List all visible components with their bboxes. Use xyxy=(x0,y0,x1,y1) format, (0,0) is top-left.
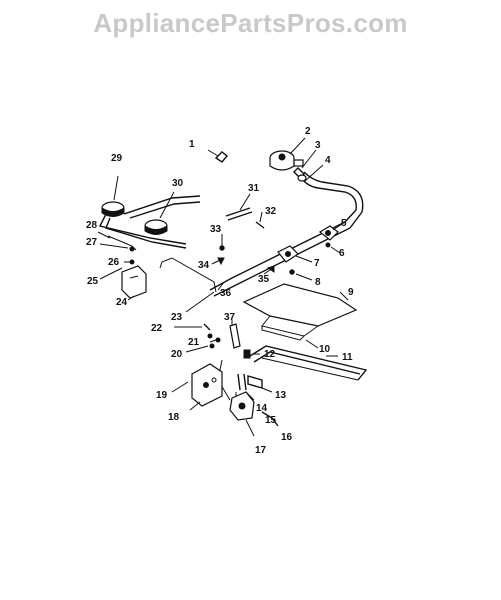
part-26-screw xyxy=(124,259,135,265)
callout-34: 34 xyxy=(198,260,210,271)
callout-26: 26 xyxy=(108,257,120,268)
callout-21: 21 xyxy=(188,337,200,348)
part-25-leader xyxy=(99,267,123,280)
callout-28: 28 xyxy=(86,220,98,231)
part-21-washer xyxy=(207,333,221,343)
part-31-rod xyxy=(225,193,253,221)
part-8-fitting xyxy=(289,269,313,281)
part-5-valve xyxy=(318,223,343,254)
callout-33: 33 xyxy=(210,224,222,235)
callout-29: 29 xyxy=(111,153,123,164)
part-24-mounting-bracket xyxy=(121,265,147,301)
callout-15: 15 xyxy=(265,415,277,426)
callout-36: 36 xyxy=(220,288,232,299)
part-19-leader xyxy=(171,381,189,393)
callout-6: 6 xyxy=(339,248,345,259)
callout-30: 30 xyxy=(172,178,184,189)
callout-14: 14 xyxy=(256,403,268,414)
part-9-shield-plate xyxy=(242,283,358,341)
part-20-screw xyxy=(185,343,215,353)
part-17-safety-valve xyxy=(217,359,255,437)
callout-2: 2 xyxy=(305,126,311,137)
callout-16: 16 xyxy=(281,432,293,443)
callout-10: 10 xyxy=(319,344,331,355)
callout-3: 3 xyxy=(315,140,321,151)
callout-32: 32 xyxy=(265,206,277,217)
callout-22: 22 xyxy=(151,323,163,334)
part-34-screw xyxy=(211,257,225,266)
part-18-valve-bracket xyxy=(189,363,223,411)
part-4-manifold-pipe xyxy=(209,164,364,297)
callout-5: 5 xyxy=(341,218,347,229)
callout-23: 23 xyxy=(171,312,183,323)
part-33-screw xyxy=(219,234,225,251)
callout-25: 25 xyxy=(87,276,99,287)
part-12-clip xyxy=(243,349,260,359)
part-10-oven-burner xyxy=(249,339,368,381)
part-32-clip xyxy=(255,211,265,229)
watermark-text: AppliancePartsPros.com xyxy=(93,8,408,38)
part-drawings xyxy=(97,137,368,437)
part-13-pin xyxy=(247,375,273,393)
callout-31: 31 xyxy=(248,183,260,194)
callout-35: 35 xyxy=(258,274,270,285)
callout-12: 12 xyxy=(264,349,276,360)
part-29-burner-left xyxy=(98,175,187,249)
callout-27: 27 xyxy=(86,237,98,248)
part-27-screw xyxy=(99,243,135,252)
part-2-regulator xyxy=(269,137,306,171)
callout-4: 4 xyxy=(325,155,331,166)
callout-7: 7 xyxy=(314,258,320,269)
part-22-screw xyxy=(174,323,211,331)
part-1-clip xyxy=(207,149,228,163)
part-28-burner-bracket xyxy=(97,231,137,251)
callout-17: 17 xyxy=(255,445,267,456)
part-30-burner-right xyxy=(123,191,201,235)
callout-20: 20 xyxy=(171,349,183,360)
callout-18: 18 xyxy=(168,412,180,423)
callout-13: 13 xyxy=(275,390,287,401)
callout-8: 8 xyxy=(315,277,321,288)
callout-1: 1 xyxy=(189,139,195,150)
callout-37: 37 xyxy=(224,312,236,323)
callout-19: 19 xyxy=(156,390,168,401)
part-37-bracket xyxy=(229,320,241,349)
callout-9: 9 xyxy=(348,287,354,298)
callout-labels: 1 2 3 4 5 6 7 8 9 10 11 12 13 14 15 16 1… xyxy=(86,126,354,456)
part-16-wire xyxy=(261,411,279,427)
part-23-pilot-tubing xyxy=(159,257,217,313)
callout-11: 11 xyxy=(342,352,353,363)
part-35-screw xyxy=(263,265,275,275)
part-36-leader xyxy=(217,281,225,291)
part-7-valve xyxy=(277,245,313,263)
callout-24: 24 xyxy=(116,297,128,308)
